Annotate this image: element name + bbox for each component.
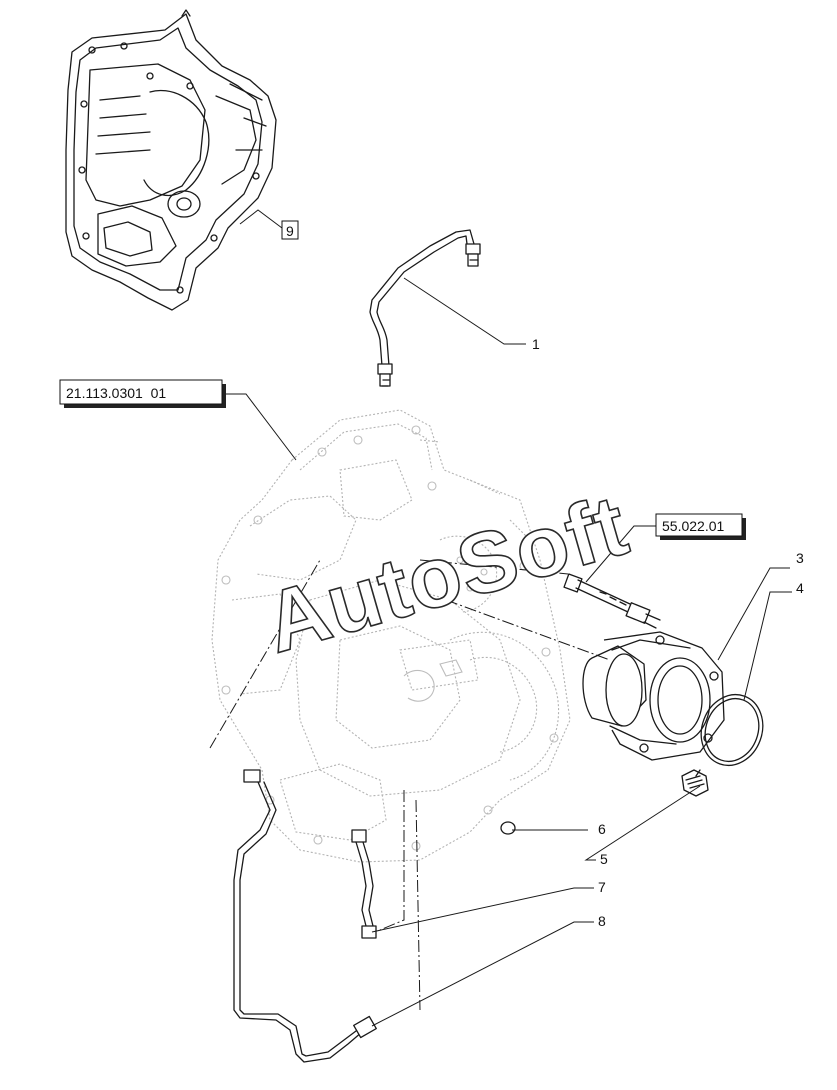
ref-box-9: 9 [281, 220, 299, 240]
callout-7: 7 [598, 879, 606, 895]
callout-6: 6 [598, 821, 606, 837]
ref-box-housing: 21.113.0301 01 [59, 379, 226, 408]
watermark: AutoSoft [254, 476, 639, 672]
housing-part-9 [65, 9, 277, 311]
main-housing-ghost [211, 409, 571, 863]
callout-8: 8 [598, 913, 606, 929]
pipe-part-7 [351, 829, 377, 939]
oring-part-4 [700, 693, 764, 767]
housing-ref-label: 21.113.0301 01 [66, 385, 166, 401]
leader-lines [224, 209, 792, 1027]
pipe-part-8 [233, 769, 377, 1063]
sensor-part [563, 573, 661, 629]
callout-numbers: 1 3 4 5 6 7 8 [532, 336, 804, 929]
cover-part-3 [582, 631, 725, 761]
pipe-part-1 [369, 229, 481, 387]
ref-9-label: 9 [286, 223, 294, 239]
callout-5: 5 [600, 851, 608, 867]
centerlines [209, 559, 611, 1011]
ref-box-sensor: 55.022.01 [655, 513, 746, 540]
callout-4: 4 [796, 580, 804, 596]
callout-1: 1 [532, 336, 540, 352]
callout-3: 3 [796, 550, 804, 566]
plug-part-6 [500, 821, 516, 835]
bolt-part-5 [681, 769, 709, 797]
sensor-ref-label: 55.022.01 [662, 518, 724, 534]
watermark-text: AutoSoft [255, 477, 638, 672]
